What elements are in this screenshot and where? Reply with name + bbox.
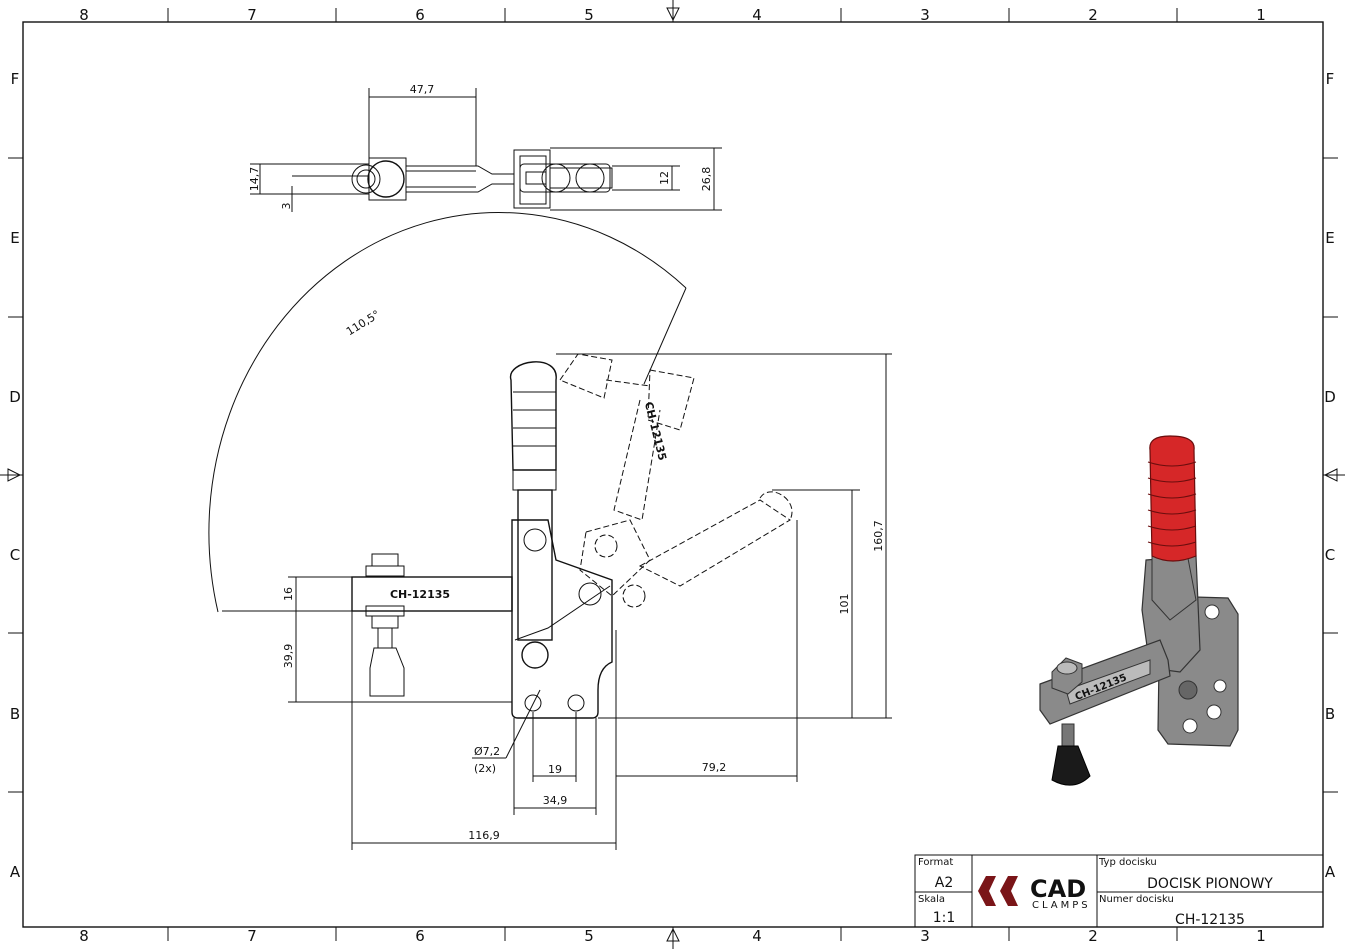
part-marking: CH-12135 xyxy=(390,588,450,601)
part-marking-rotated: CH-12135 xyxy=(642,400,669,461)
column-label-bottom-3: 3 xyxy=(920,927,930,945)
dim-14-7: 14,7 xyxy=(248,167,261,192)
row-label-right-D: D xyxy=(1324,388,1336,406)
row-label-left-E: E xyxy=(10,229,19,247)
column-label-bottom-1: 1 xyxy=(1256,927,1266,945)
top-view: 47,7 14,7 3 12 26,8 xyxy=(248,83,722,212)
clamp-3d-render: CH-12135 xyxy=(1039,435,1239,786)
title-block: Format A2 Skala 1:1 Typ docisku DOCISK P… xyxy=(914,854,1324,928)
column-label-bottom-2: 2 xyxy=(1088,927,1098,945)
scale-value: 1:1 xyxy=(933,910,956,926)
dim-hole-dia: Ø7,2 xyxy=(474,745,500,758)
scale-label: Skala xyxy=(918,894,945,905)
column-label-top-7: 7 xyxy=(247,6,257,24)
column-label-top-4: 4 xyxy=(752,6,762,24)
row-label-left-B: B xyxy=(10,705,20,723)
row-label-right-B: B xyxy=(1325,705,1335,723)
row-label-left-F: F xyxy=(11,70,20,88)
dim-16: 16 xyxy=(282,587,295,601)
column-label-top-8: 8 xyxy=(79,6,89,24)
number-label: Numer docisku xyxy=(1099,894,1174,905)
dim-47-7: 47,7 xyxy=(410,83,435,96)
dim-39-9: 39,9 xyxy=(282,644,295,669)
row-label-right-E: E xyxy=(1325,229,1334,247)
type-value: DOCISK PIONOWY xyxy=(1147,876,1273,892)
column-label-top-2: 2 xyxy=(1088,6,1098,24)
dim-19: 19 xyxy=(548,763,562,776)
angle-label: 110,5° xyxy=(344,308,382,339)
logo-sub-text: CLAMPS xyxy=(1032,900,1091,911)
logo-main-text: CAD xyxy=(1030,875,1086,903)
format-label: Format xyxy=(918,857,953,868)
row-label-left-A: A xyxy=(10,863,21,881)
column-label-top-1: 1 xyxy=(1256,6,1266,24)
column-label-top-3: 3 xyxy=(920,6,930,24)
dim-3: 3 xyxy=(280,203,293,210)
dim-101: 101 xyxy=(838,594,851,615)
dim-160-7: 160,7 xyxy=(872,520,885,552)
row-label-right-F: F xyxy=(1326,70,1335,88)
column-label-bottom-8: 8 xyxy=(79,927,89,945)
dim-34-9: 34,9 xyxy=(543,794,568,807)
row-label-left-C: C xyxy=(10,546,20,564)
row-label-right-C: C xyxy=(1325,546,1335,564)
column-label-bottom-6: 6 xyxy=(415,927,425,945)
column-label-top-6: 6 xyxy=(415,6,425,24)
column-label-bottom-7: 7 xyxy=(247,927,257,945)
dim-116-9: 116,9 xyxy=(468,829,500,842)
dim-26-8: 26,8 xyxy=(700,167,713,192)
column-label-top-5: 5 xyxy=(584,6,594,24)
number-value: CH-12135 xyxy=(1175,912,1245,928)
format-value: A2 xyxy=(935,875,953,891)
cad-clamps-logo: CAD CLAMPS xyxy=(978,875,1091,911)
column-label-bottom-4: 4 xyxy=(752,927,762,945)
type-label: Typ docisku xyxy=(1098,857,1157,868)
dim-hole-count: (2x) xyxy=(474,762,496,775)
row-label-right-A: A xyxy=(1325,863,1336,881)
column-label-bottom-5: 5 xyxy=(584,927,594,945)
front-view: 110,5° CH-12135 xyxy=(208,212,892,850)
dim-12: 12 xyxy=(658,171,671,185)
row-label-left-D: D xyxy=(9,388,21,406)
dim-79-2: 79,2 xyxy=(702,761,727,774)
